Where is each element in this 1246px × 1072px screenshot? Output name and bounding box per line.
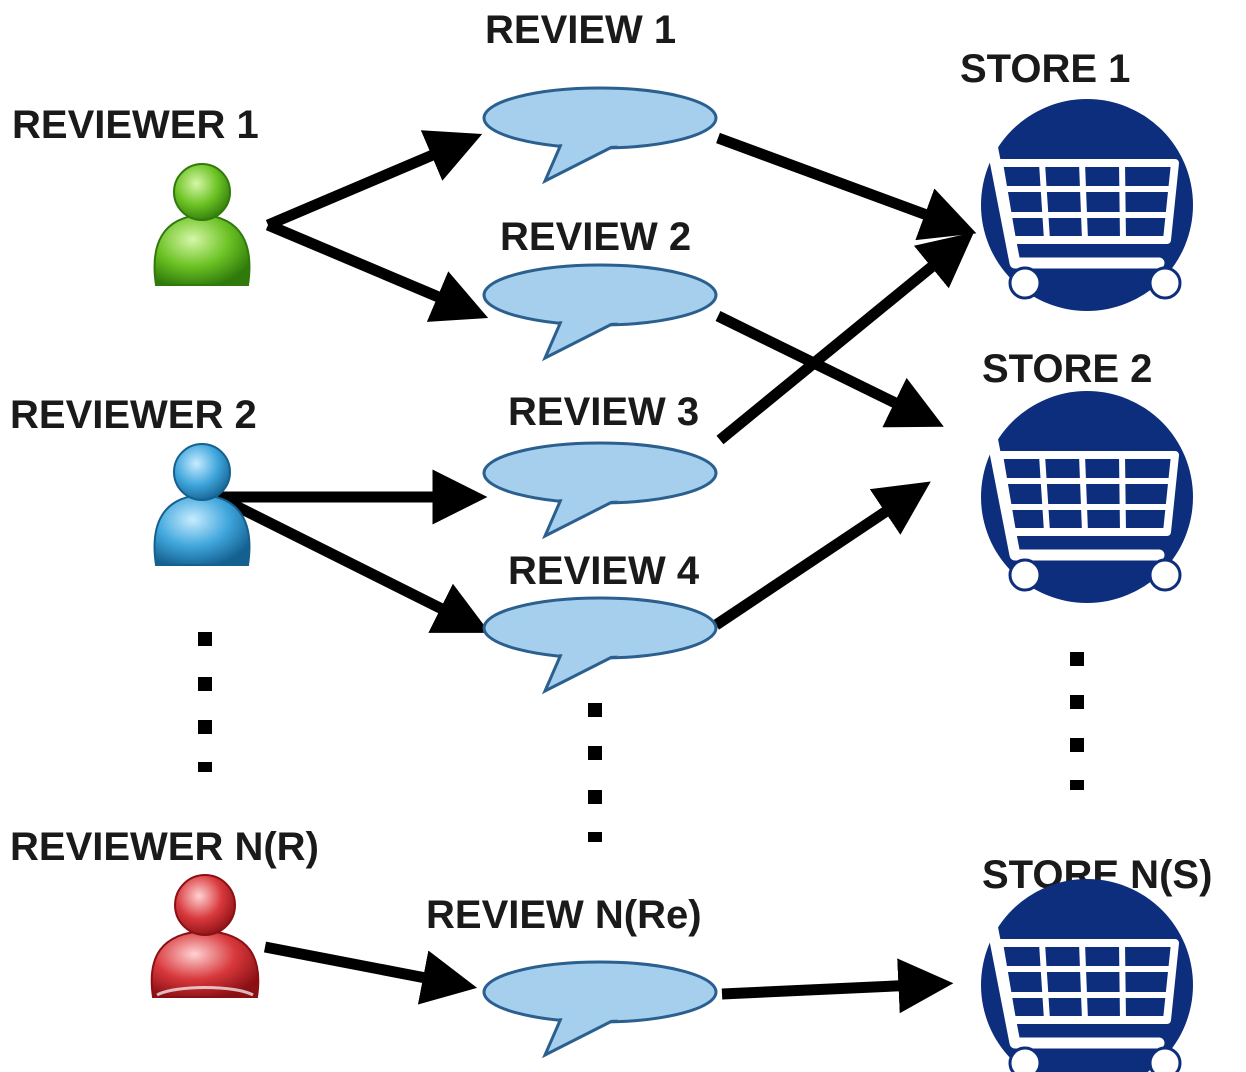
edge-review3-store1 [716, 232, 974, 445]
review-2-label: REVIEW 2 [500, 215, 691, 259]
user-icon-red [150, 874, 260, 998]
review-2: REVIEW 2 [482, 215, 718, 360]
reviewer-1: REVIEWER 1 [12, 103, 259, 286]
edge-reviewerN-reviewN [263, 941, 478, 1005]
reviewer-vertical-ellipsis [198, 632, 212, 772]
edge-review4-store2 [712, 481, 931, 630]
reviewer-1-label: REVIEWER 1 [12, 103, 259, 147]
user-icon-green [153, 163, 251, 286]
shopping-cart-icon [962, 879, 1193, 1072]
review-vertical-ellipsis [588, 703, 602, 842]
store-2: STORE 2 [962, 347, 1193, 603]
store-1-label: STORE 1 [960, 47, 1130, 91]
edge-review2-store2 [715, 311, 944, 428]
edges [215, 130, 977, 1014]
review-n: REVIEW N(Re) [426, 893, 718, 1057]
store-2-label: STORE 2 [982, 347, 1152, 391]
reviewer-n-label: REVIEWER N(R) [10, 825, 319, 869]
store-n: STORE N(S) [962, 853, 1212, 1072]
review-3: REVIEW 3 [482, 390, 718, 538]
edge-reviewer1-review2 [265, 219, 489, 322]
edge-reviewer1-review1 [265, 130, 483, 231]
review-1: REVIEW 1 [482, 8, 718, 183]
speech-bubble-icon [482, 263, 718, 360]
review-3-label: REVIEW 3 [508, 390, 699, 434]
user-icon-blue [153, 443, 251, 566]
reviewer-2-label: REVIEWER 2 [10, 393, 257, 437]
speech-bubble-icon [482, 86, 718, 183]
review-1-label: REVIEW 1 [485, 8, 676, 52]
shopping-cart-icon [962, 391, 1193, 603]
reviewer-2: REVIEWER 2 [10, 393, 257, 566]
speech-bubble-icon [482, 441, 718, 538]
speech-bubble-icon [482, 960, 718, 1057]
shopping-cart-icon [962, 99, 1193, 311]
edge-reviewN-storeN [721, 958, 954, 1014]
store-1: STORE 1 [960, 47, 1193, 311]
edge-review1-store1 [716, 132, 977, 241]
review-4: REVIEW 4 [482, 549, 718, 693]
store-vertical-ellipsis [1070, 652, 1084, 790]
edge-reviewer2-review4 [215, 492, 490, 633]
review-4-label: REVIEW 4 [508, 549, 700, 593]
review-n-label: REVIEW N(Re) [426, 893, 702, 937]
reviewer-n: REVIEWER N(R) [10, 825, 319, 998]
speech-bubble-icon [482, 596, 718, 693]
